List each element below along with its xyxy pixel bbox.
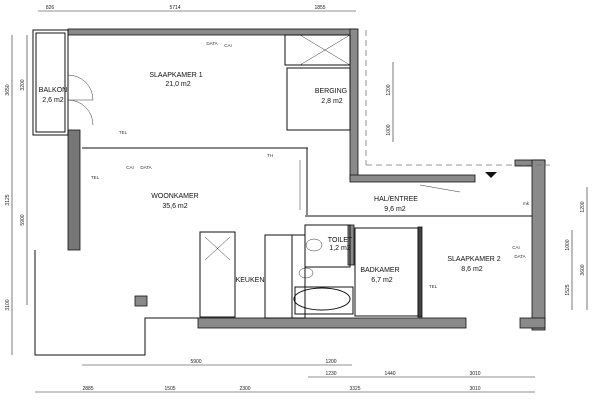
room-area-badkamer: 6,7 m2 <box>371 277 393 284</box>
dim-right-lower: 1000 <box>565 239 571 250</box>
outlet-th: TH <box>267 153 273 158</box>
walls <box>67 28 546 331</box>
dim-right-lower: 1200 <box>580 201 586 212</box>
room-area-woonkamer: 35,6 m2 <box>162 203 187 210</box>
outlet-cai: CAI <box>126 165 134 170</box>
room-name-hal: HAL/ENTREE <box>374 196 418 203</box>
dim-right-upper: 1200 <box>386 84 392 95</box>
room-name-badkamer: BADKAMER <box>360 267 399 274</box>
room-name-balkon: BALKON <box>39 87 67 94</box>
dim-bottom: 3325 <box>349 386 360 392</box>
dimension-lines: 826 5714 1855 3650 3200 3125 5900 3100 1… <box>5 5 588 393</box>
dim-bottom: 2885 <box>82 386 93 392</box>
outlet-tel: TEL <box>91 175 100 180</box>
dim-bottom: 2300 <box>239 386 250 392</box>
outlet-cai: CAI <box>224 43 232 48</box>
dim-bottom: 1440 <box>384 371 395 377</box>
dim-top: 1855 <box>314 5 325 11</box>
dim-left: 5900 <box>20 214 26 225</box>
dim-top: 826 <box>46 5 55 11</box>
interior-lines <box>32 29 550 356</box>
dim-bottom: 1200 <box>325 359 336 365</box>
dim-bottom: 3010 <box>469 386 480 392</box>
room-area-balkon: 2,6 m2 <box>42 97 64 104</box>
room-area-berging: 2,8 m2 <box>321 98 343 105</box>
room-name-woonkamer: WOONKAMER <box>151 193 198 200</box>
dim-left: 3125 <box>5 194 11 205</box>
room-name-slaapkamer-1: SLAAPKAMER 1 <box>149 72 202 79</box>
outlet-data: DATA <box>206 41 217 46</box>
room-labels: SLAAPKAMER 1 21,0 m2 BALKON 2,6 m2 BERGI… <box>39 72 501 284</box>
room-name-keuken: KEUKEN <box>236 277 265 284</box>
outlet-data: DATA <box>140 165 151 170</box>
dim-bottom: 5900 <box>190 359 201 365</box>
room-name-slaapkamer-2: SLAAPKAMER 2 <box>447 256 500 263</box>
dim-right-lower: 3600 <box>580 264 586 275</box>
dim-right-lower: 1525 <box>565 284 571 295</box>
dim-right-upper: 1000 <box>386 124 392 135</box>
outlet-labels: DATA CAI TEL CAI DATA TH TEL CAI DATA TE… <box>91 41 530 289</box>
dim-left: 3650 <box>5 84 11 95</box>
room-area-slaapkamer-1: 21,0 m2 <box>165 81 190 88</box>
room-area-toilet: 1,2 m2 <box>329 245 351 252</box>
dim-bottom: 1230 <box>325 371 336 377</box>
dim-left: 3200 <box>20 79 26 90</box>
room-area-slaapkamer-2: 8,6 m2 <box>461 266 483 273</box>
outlet-tel: TEL <box>119 130 128 135</box>
dim-left: 3100 <box>5 299 11 310</box>
room-area-hal: 9,6 m2 <box>384 206 406 213</box>
outlet-cai: CAI <box>512 245 520 250</box>
dim-top: 5714 <box>169 5 180 11</box>
outlet-tel: TEL <box>429 284 438 289</box>
dim-bottom: 1505 <box>164 386 175 392</box>
room-name-toilet: TOILET <box>328 237 353 244</box>
room-name-berging: BERGING <box>315 88 347 95</box>
outlet-mk: mk <box>523 201 530 206</box>
outlet-data: DATA <box>514 254 525 259</box>
dim-bottom: 3010 <box>469 371 480 377</box>
